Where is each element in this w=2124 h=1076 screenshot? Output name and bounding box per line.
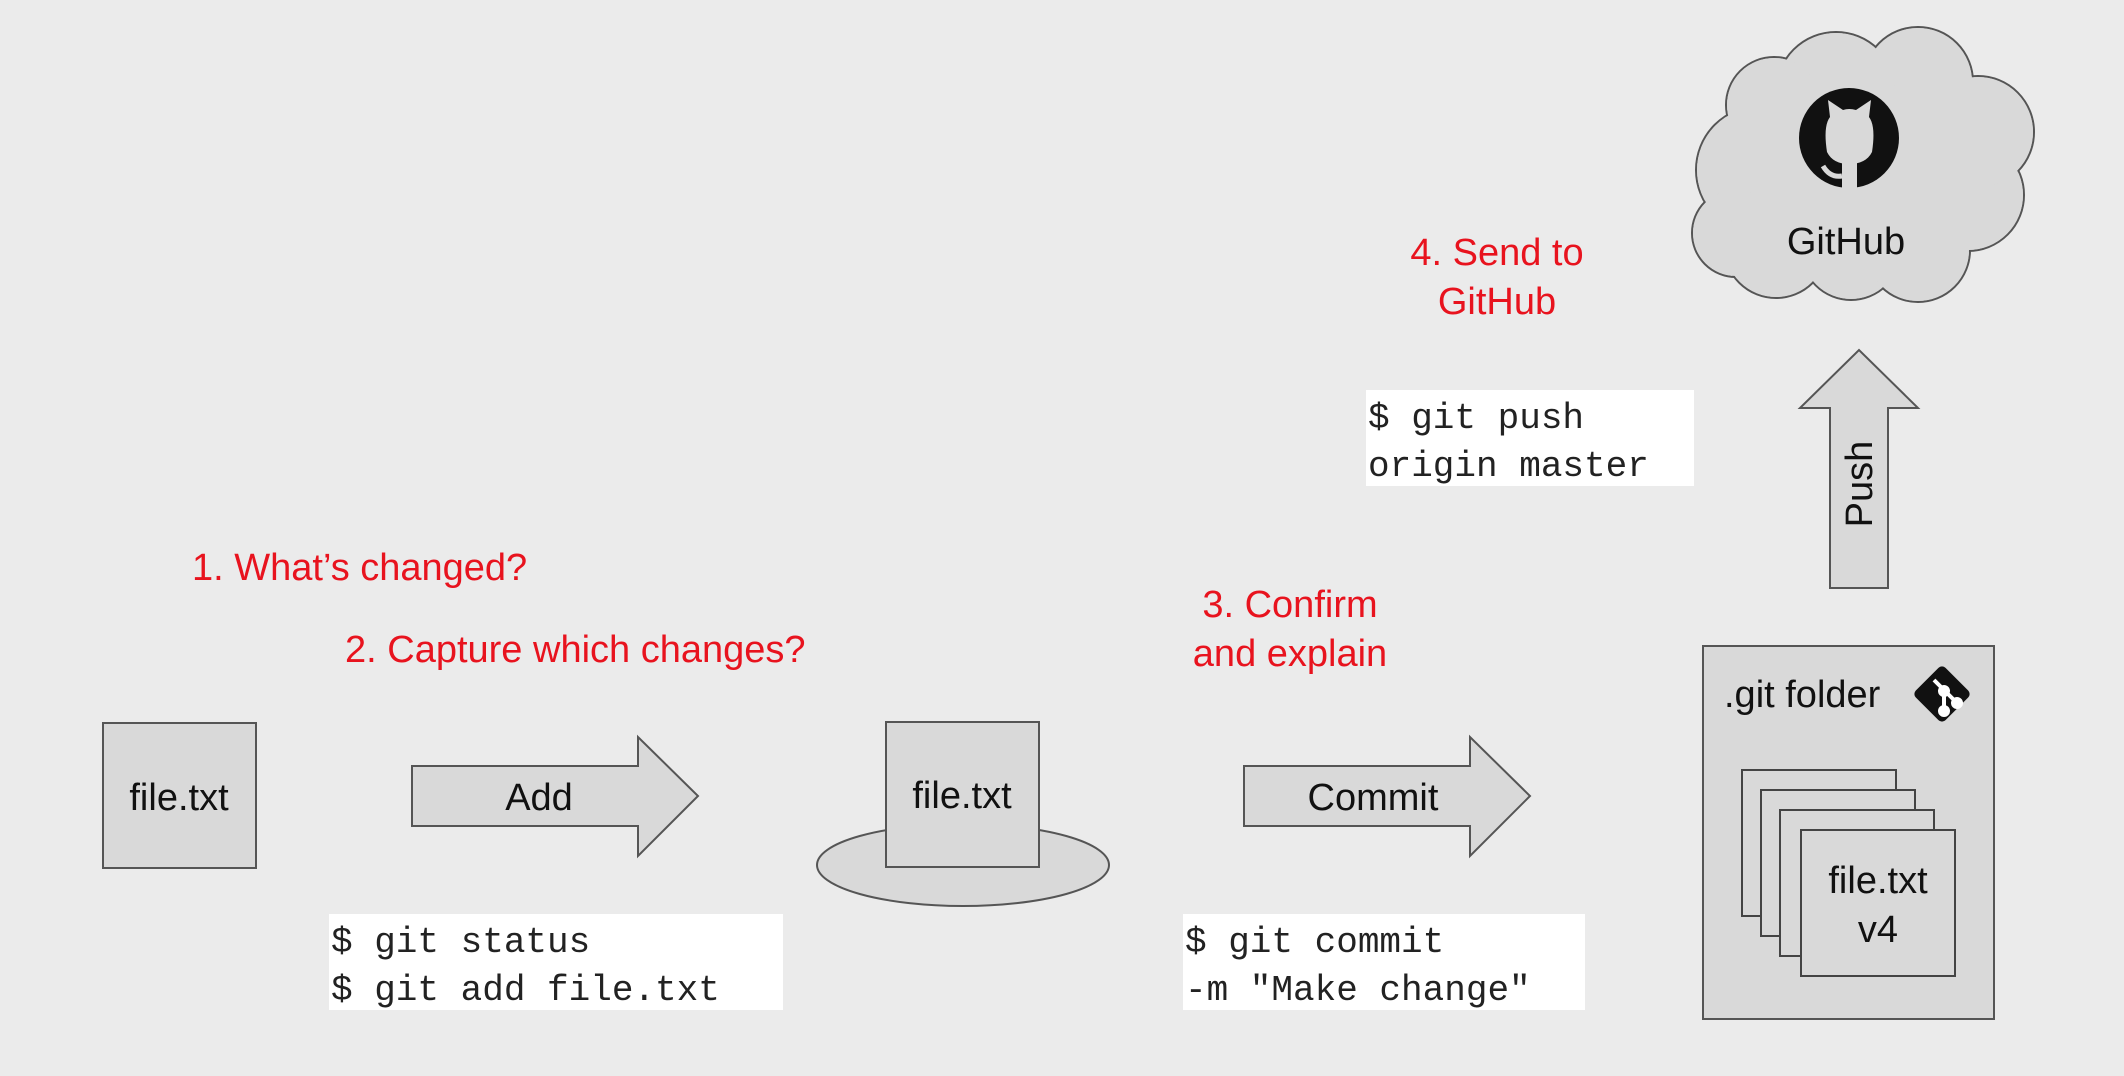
staged-file-box bbox=[885, 721, 1040, 868]
push-arrow-shape bbox=[1797, 348, 1921, 589]
file-version-4 bbox=[1800, 829, 1956, 977]
push-commands-bg bbox=[1366, 390, 1694, 486]
git-add-command: $ git add file.txt bbox=[331, 970, 720, 1011]
add-arrow-label: Add bbox=[505, 777, 573, 819]
commit-commands: $ git commit -m "Make change" bbox=[1183, 914, 1585, 1011]
git-branch-glyph bbox=[1932, 678, 1963, 717]
git-status-command: $ git status bbox=[331, 922, 590, 963]
git-push-remote: origin master bbox=[1368, 446, 1649, 487]
staged-file-label: file.txt bbox=[912, 775, 1012, 817]
step-2-label: 2. Capture which changes? bbox=[345, 629, 806, 671]
committed-file-version: v4 bbox=[1858, 909, 1898, 951]
git-push-command: $ git push bbox=[1368, 398, 1584, 439]
git-folder-title: .git folder bbox=[1724, 674, 1881, 716]
step-3-label-line2: and explain bbox=[1193, 633, 1387, 675]
add-arrow: Add bbox=[411, 734, 700, 859]
git-commit-message: -m "Make change" bbox=[1185, 970, 1531, 1011]
git-folder: .git folder file.txt v4 bbox=[1702, 645, 1995, 1020]
commit-arrow-shape bbox=[1243, 734, 1532, 859]
working-file-label: file.txt bbox=[129, 777, 229, 819]
github-cloud: GitHub bbox=[1691, 26, 2035, 303]
step-3-label-line1: 3. Confirm bbox=[1202, 584, 1377, 626]
working-file: file.txt bbox=[102, 722, 257, 869]
push-commands: $ git push origin master bbox=[1366, 390, 1694, 487]
push-arrow: Push bbox=[1797, 348, 1921, 589]
add-arrow-shape bbox=[411, 734, 700, 859]
add-commands-bg bbox=[329, 914, 783, 1010]
git-commit-command: $ git commit bbox=[1185, 922, 1444, 963]
add-commands: $ git status $ git add file.txt bbox=[329, 914, 783, 1011]
committed-file-label: file.txt bbox=[1828, 860, 1928, 902]
staging-area: file.txt bbox=[816, 721, 1110, 907]
step-4-label-line1: 4. Send to bbox=[1410, 232, 1583, 274]
github-label: GitHub bbox=[1787, 221, 1905, 263]
commit-arrow-label: Commit bbox=[1308, 777, 1439, 819]
step-1-label: 1. What’s changed? bbox=[192, 547, 527, 589]
commit-arrow: Commit bbox=[1243, 734, 1532, 859]
step-4-label-line2: GitHub bbox=[1438, 281, 1556, 323]
working-file-box bbox=[102, 722, 257, 869]
github-octocat-icon bbox=[1799, 88, 1899, 188]
push-arrow-label: Push bbox=[1839, 441, 1881, 528]
commit-commands-bg bbox=[1183, 914, 1585, 1010]
